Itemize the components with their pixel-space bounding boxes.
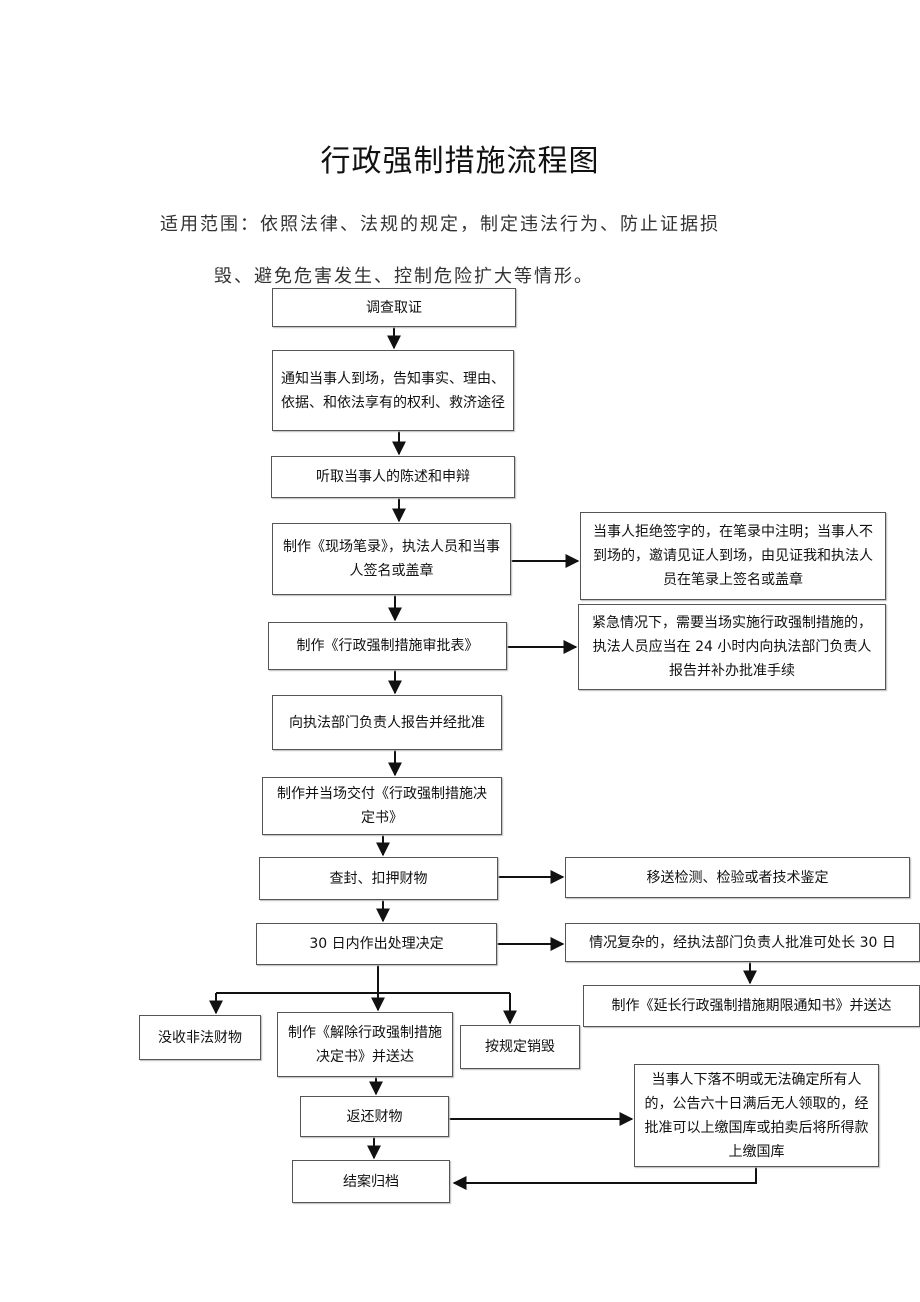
node-release: 制作《解除行政强制措施决定书》并送达 (277, 1012, 453, 1077)
node-inspect: 移送检测、检验或者技术鉴定 (565, 857, 910, 898)
node-decision: 制作并当场交付《行政强制措施决定书》 (262, 777, 502, 835)
arrow-unknown-archive (452, 1167, 757, 1190)
node-approval-form: 制作《行政强制措施审批表》 (268, 622, 507, 670)
page-title: 行政强制措施流程图 (320, 144, 600, 179)
node-archive: 结案归档 (292, 1160, 450, 1203)
scope-line-1: 适用范围：依照法律、法规的规定，制定违法行为、防止证据损 (160, 214, 720, 235)
node-investigate: 调查取证 (272, 288, 516, 327)
node-destroy: 按规定销毁 (460, 1025, 580, 1069)
node-record-note: 当事人拒绝签字的，在笔录中注明；当事人不到场的，邀请见证人到场，由见证我和执法人… (580, 512, 886, 600)
node-seal: 查封、扣押财物 (259, 857, 498, 900)
node-unknown-owner: 当事人下落不明或无法确定所有人的，公告六十日满后无人领取的，经批准可以上缴国库或… (634, 1064, 879, 1167)
node-emergency-note: 紧急情况下，需要当场实施行政强制措施的，执法人员应当在 24 小时内向执法部门负… (578, 604, 886, 690)
node-hear: 听取当事人的陈述和申辩 (271, 456, 515, 498)
node-extend: 情况复杂的，经执法部门负责人批准可处长 30 日 (565, 923, 920, 962)
node-report: 向执法部门负责人报告并经批准 (272, 695, 502, 750)
node-record: 制作《现场笔录》，执法人员和当事人签名或盖章 (272, 523, 511, 595)
node-notify: 通知当事人到场，告知事实、理由、依据、和依法享有的权利、救济途径 (272, 350, 514, 431)
node-confiscate: 没收非法财物 (139, 1015, 261, 1060)
node-process-decision: 30 日内作出处理决定 (256, 923, 497, 965)
scope-line-2: 毁、避免危害发生、控制危险扩大等情形。 (214, 266, 594, 287)
node-extend-notice: 制作《延长行政强制措施期限通知书》并送达 (583, 985, 920, 1027)
node-return: 返还财物 (300, 1096, 449, 1137)
